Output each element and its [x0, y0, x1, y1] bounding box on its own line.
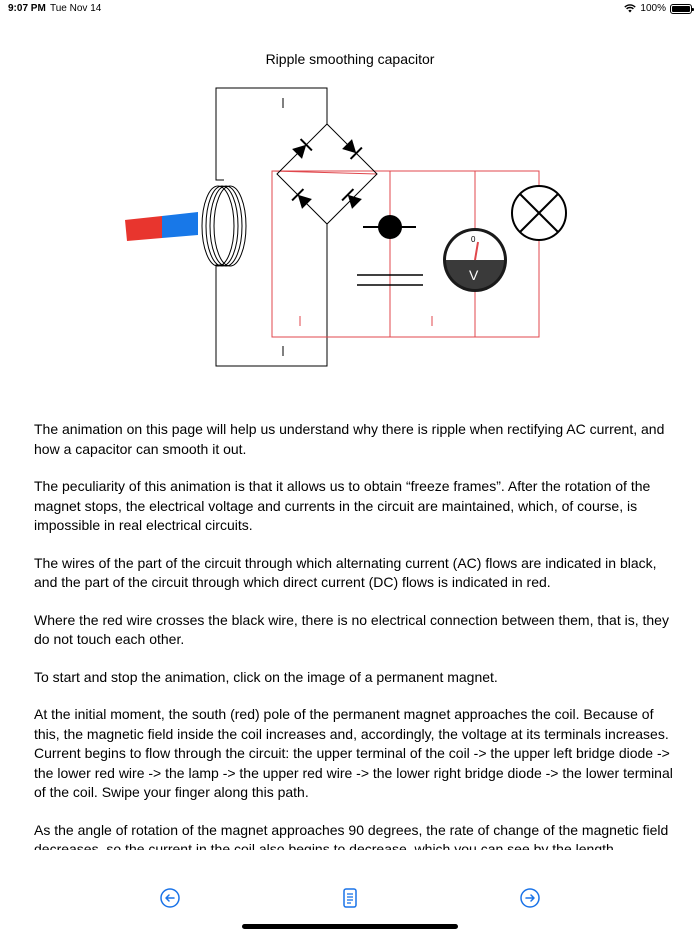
diode-bottom-left: [291, 188, 312, 209]
battery-percent: 100%: [640, 3, 666, 14]
lamp: [511, 185, 567, 241]
paragraph: The wires of the part of the circuit thr…: [34, 554, 657, 591]
current-markers: [282, 98, 433, 356]
paragraph: Where the red wire crosses the black wir…: [34, 611, 669, 648]
back-button[interactable]: [158, 886, 182, 910]
voltmeter: 0 V: [443, 228, 507, 292]
diode-bottom-right: [341, 188, 362, 209]
paragraph: The peculiarity of this animation is tha…: [34, 478, 651, 533]
circuit-svg: 0 V: [125, 87, 567, 367]
status-time: 9:07 PM: [8, 3, 46, 14]
permanent-magnet[interactable]: [125, 212, 198, 241]
status-right: 100%: [624, 3, 694, 14]
circuit-diagram: 0 V: [120, 80, 580, 375]
status-bar: 9:07 PM Tue Nov 14 100%: [0, 0, 700, 18]
meter-symbol-label: V: [469, 267, 479, 283]
diode-top-right: [342, 139, 363, 160]
page-title: Ripple smoothing capacitor: [265, 51, 435, 67]
wifi-icon: [624, 4, 637, 13]
paragraph: As the angle of rotation of the magnet a…: [34, 821, 669, 851]
home-indicator[interactable]: [242, 924, 458, 929]
load-element: [363, 215, 416, 239]
bridge-rectifier: [276, 123, 378, 225]
meter-zero-label: 0: [471, 235, 476, 244]
article-content: The animation on this page will help us …: [34, 420, 674, 850]
document-list-icon: [343, 888, 357, 908]
status-date: Tue Nov 14: [50, 3, 102, 14]
forward-button[interactable]: [518, 886, 542, 910]
arrow-left-circle-icon: [160, 888, 180, 908]
paragraph: The animation on this page will help us …: [34, 421, 665, 457]
paragraph: At the initial moment, the south (red) p…: [34, 706, 673, 800]
paragraph: To start and stop the animation, click o…: [34, 668, 498, 685]
battery-icon: [670, 3, 694, 14]
smoothing-capacitor: [357, 274, 423, 286]
arrow-right-circle-icon: [520, 888, 540, 908]
contents-button[interactable]: [338, 886, 362, 910]
coil: [201, 185, 247, 267]
bottom-toolbar: [0, 880, 700, 916]
diode-top-left: [292, 138, 313, 159]
